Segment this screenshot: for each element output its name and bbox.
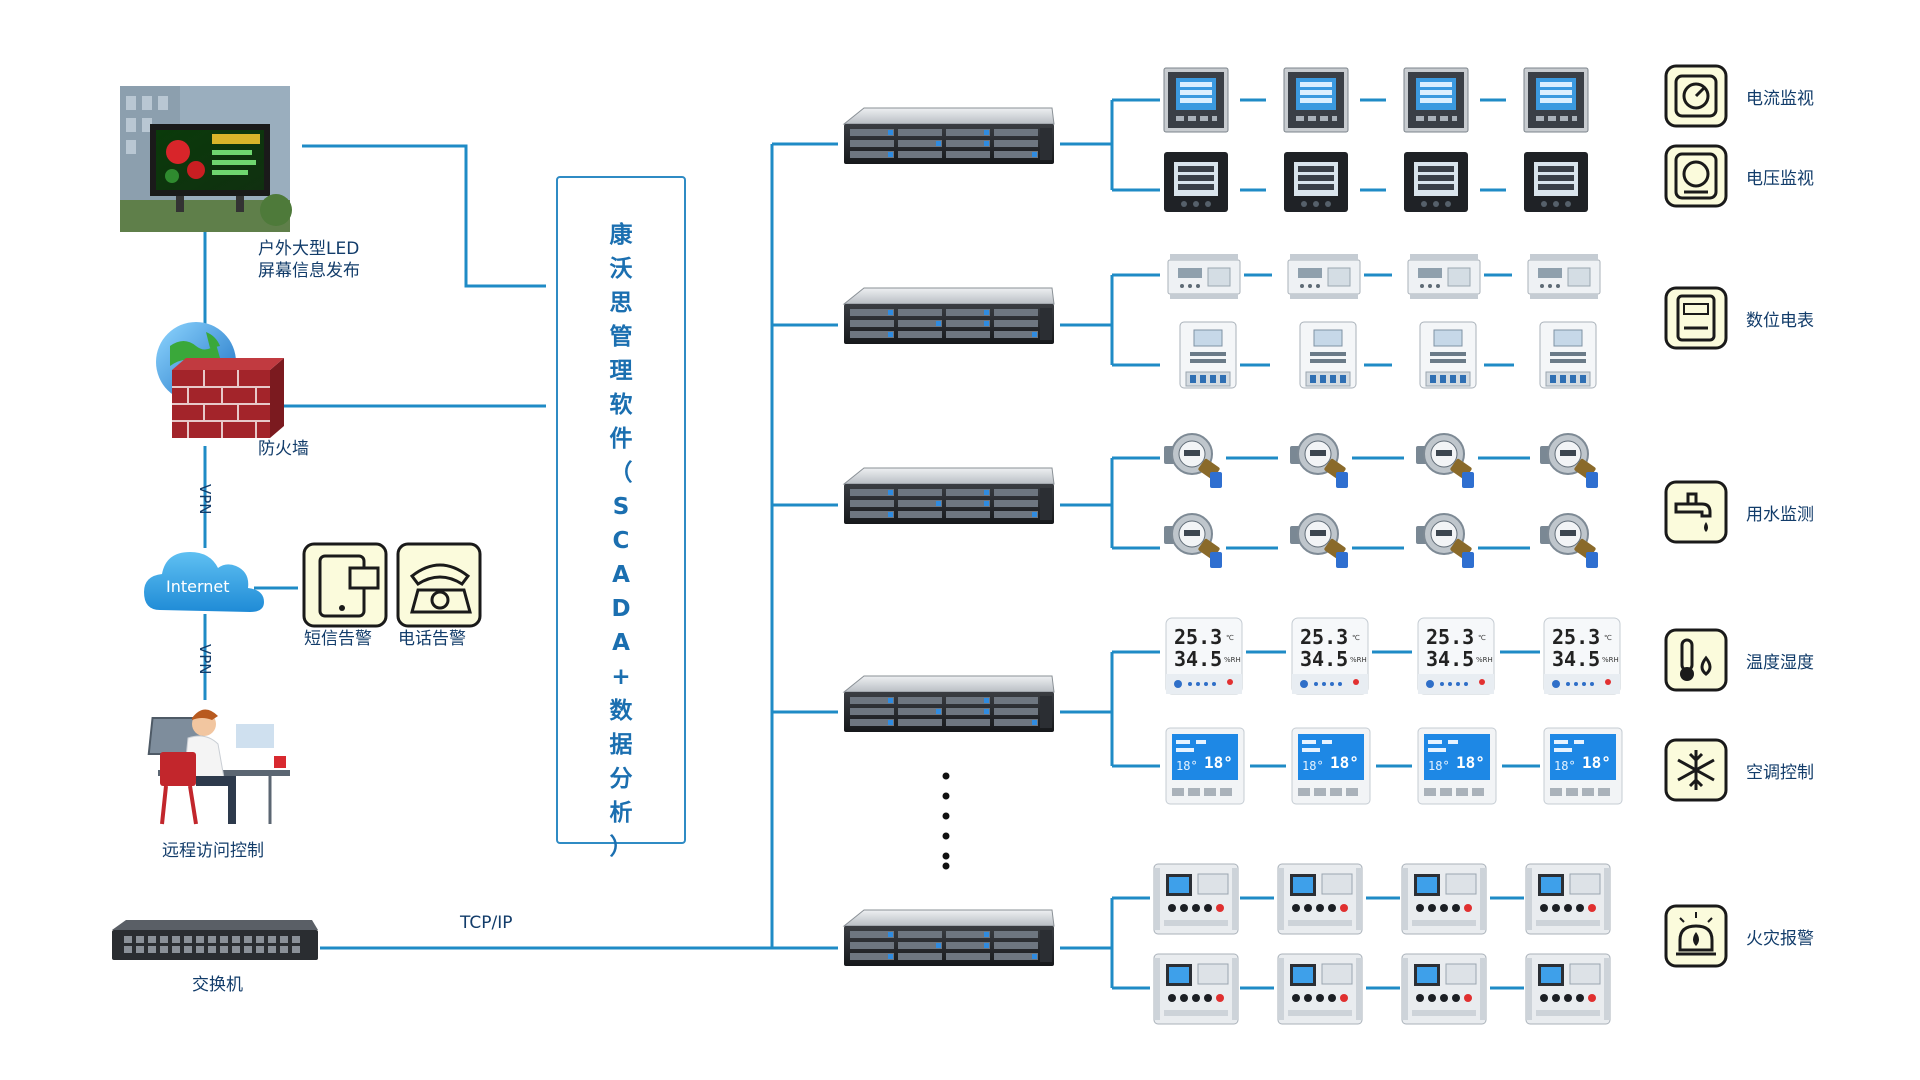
scada-title-char: 据 [609, 732, 633, 758]
label-temp-humidity: 温度湿度 [1746, 653, 1814, 673]
server-1 [843, 107, 1055, 165]
snowflake-icon [1664, 738, 1728, 802]
label-current-monitoring: 电流监视 [1746, 89, 1814, 109]
server-2 [843, 287, 1055, 345]
scada-title-char: S [612, 494, 630, 520]
scada-title-char: ） [609, 834, 633, 860]
scada-title-char: 分 [609, 766, 633, 792]
temp-humidity-sensors [1165, 617, 1621, 695]
vpn-label-bottom: VPN [196, 644, 214, 675]
sms-alarm-label: 短信告警 [304, 629, 372, 649]
network-switch-icon [112, 920, 318, 960]
label-fire-alarm: 火灾报警 [1746, 929, 1814, 949]
scada-title-char: C [612, 528, 630, 554]
sms-alarm-icon [302, 542, 388, 628]
scada-title-char: A [612, 562, 630, 588]
remote-operator-illustration [147, 709, 290, 825]
tcpip-label: TCP/IP [460, 913, 513, 933]
scada-title-char: + [611, 664, 631, 690]
server-3 [843, 467, 1055, 525]
digital-meter-icon [1664, 286, 1728, 350]
scada-title-char: 管 [609, 324, 633, 350]
scada-title-char: 数 [609, 698, 633, 724]
led-screen-label-line-2: 屏幕信息发布 [258, 261, 360, 281]
thermometer-humidity-icon [1664, 628, 1728, 692]
connection-lines [203, 98, 1540, 990]
led-screen-label: 户外大型LED 屏幕信息发布 [258, 238, 360, 282]
fire-alarm-icon [1664, 904, 1728, 968]
scada-title-char: 沃 [609, 256, 633, 282]
scada-title-char: 件 [609, 426, 633, 452]
label-water-monitoring: 用水监测 [1746, 505, 1814, 525]
server-5 [843, 909, 1055, 967]
water-tap-icon [1664, 480, 1728, 544]
scada-title-char: A [612, 630, 630, 656]
internet-label: Internet [166, 577, 230, 596]
scada-title-char: 理 [609, 358, 633, 384]
single-phase-meters [1179, 321, 1597, 389]
firewall-icon [156, 322, 284, 438]
scada-title-char: （ [609, 460, 633, 486]
led-screen-label-line-1: 户外大型LED [258, 239, 360, 259]
switch-label: 交换机 [192, 975, 243, 995]
scada-title-char: 析 [609, 800, 633, 826]
voltage-meters [1164, 152, 1588, 212]
phone-alarm-label: 电话告警 [398, 629, 466, 649]
scada-title-char: D [611, 596, 631, 622]
label-voltage-monitoring: 电压监视 [1746, 169, 1814, 189]
phone-alarm-icon [396, 542, 482, 628]
water-meters-row-1 [1163, 433, 1599, 489]
internet-cloud-icon [144, 552, 264, 612]
more-servers-ellipsis [942, 772, 950, 870]
firewall-label: 防火墙 [258, 439, 309, 459]
scada-title-char: 思 [609, 290, 633, 316]
voltmeter-dial-icon [1664, 144, 1728, 208]
vpn-label-top: VPN [196, 484, 214, 515]
label-digital-meter: 数位电表 [1746, 311, 1814, 331]
server-4 [843, 675, 1055, 733]
remote-access-label: 远程访问控制 [162, 841, 264, 861]
scada-title-char: 软 [609, 392, 633, 418]
outdoor-led-screen-image [120, 86, 292, 232]
water-meters-row-2 [1163, 513, 1599, 569]
ammeter-dial-icon [1664, 64, 1728, 128]
scada-title-char: 康 [609, 222, 633, 248]
label-ac-control: 空调控制 [1746, 763, 1814, 783]
